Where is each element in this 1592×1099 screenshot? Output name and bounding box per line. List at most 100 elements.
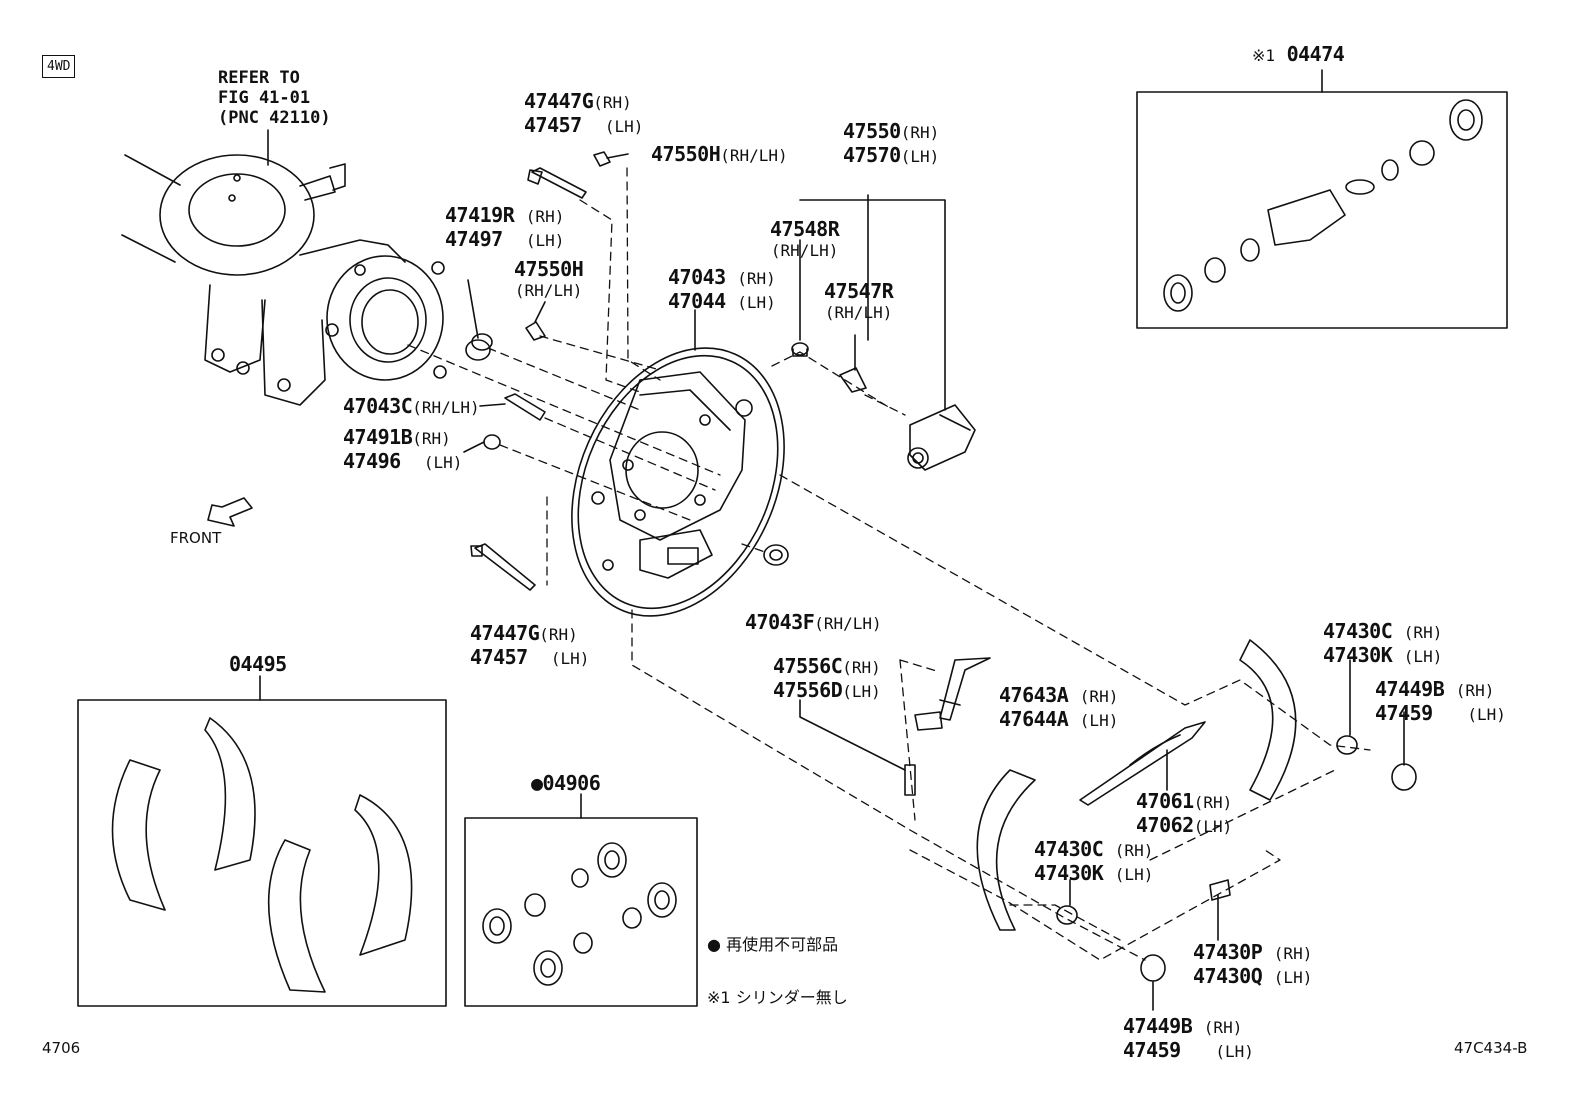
part-suffix: (RH) xyxy=(539,625,578,644)
part-number: 47061 xyxy=(1136,789,1194,813)
part-label-47643a: 47643A (RH) 47644A (LH) xyxy=(999,684,1118,732)
part-suffix: (RH) xyxy=(900,123,940,142)
part-label-04474: ※1 04474 xyxy=(1252,42,1345,66)
part-label-47550h-top: 47550H(RH/LH) xyxy=(651,144,788,164)
part-label-47491b: 47491B(RH) 47496 (LH) xyxy=(343,426,462,474)
part-suffix: (LH) xyxy=(1114,865,1154,884)
small-hardware xyxy=(463,151,867,591)
non-reusable-mark: ● xyxy=(531,771,543,795)
wheel-cylinder xyxy=(799,194,976,471)
front-label: FRONT xyxy=(170,529,222,547)
part-suffix: (LH) xyxy=(550,649,590,668)
part-label-47043c: 47043C(RH/LH) xyxy=(343,396,480,416)
part-suffix: (LH) xyxy=(900,147,940,166)
part-suffix: (LH) xyxy=(737,293,776,312)
part-suffix: (LH) xyxy=(525,231,565,250)
part-suffix: (LH) xyxy=(423,453,463,472)
part-number: 47043F xyxy=(745,610,815,634)
part-label-47043: 47043 (RH) 47044 (LH) xyxy=(668,266,776,314)
part-label-47043f: 47043F(RH/LH) xyxy=(745,612,882,632)
part-label-04906: ●04906 xyxy=(531,771,601,795)
part-number: 47497 xyxy=(445,227,503,251)
part-number: 47491B xyxy=(343,425,413,449)
part-number: 47447G xyxy=(470,621,540,645)
refer-line-2: FIG 41-01 xyxy=(218,88,311,109)
part-label-47449b-top: 47449B (RH) 47459 (LH) xyxy=(1375,678,1506,726)
4wd-badge: 4WD xyxy=(42,55,76,78)
part-number: 04906 xyxy=(542,771,601,795)
legend-note: ※1 シリンダー無し xyxy=(707,990,848,1006)
part-number: 47459 xyxy=(1375,701,1433,725)
part-suffix: (RH) xyxy=(1203,1018,1243,1037)
part-suffix: (RH) xyxy=(1455,681,1495,700)
part-label-47447g-bottom: 47447G(RH) 47457 (LH) xyxy=(470,622,589,670)
part-number: 47556D xyxy=(773,678,843,702)
part-number: 47550H xyxy=(651,142,721,166)
part-number: 04474 xyxy=(1286,42,1345,66)
illustration-code: 47C434-B xyxy=(1454,1039,1528,1057)
part-number: 47449B xyxy=(1123,1014,1193,1038)
part-number: 47043 xyxy=(668,265,726,289)
part-suffix: (LH) xyxy=(604,117,644,136)
part-number: 47457 xyxy=(470,645,528,669)
part-number: 47550 xyxy=(843,119,901,143)
backing-plate xyxy=(571,347,785,617)
part-number: 47547R xyxy=(824,279,894,303)
part-number: 47556C xyxy=(773,654,843,678)
part-suffix: (RH) xyxy=(1273,944,1313,963)
part-number: 47643A xyxy=(999,683,1069,707)
part-number: 47550H xyxy=(514,257,584,281)
part-label-47419r: 47419R (RH) 47497 (LH) xyxy=(445,204,564,252)
part-label-47547r: 47547R (RH/LH) xyxy=(824,279,894,324)
leader-lines xyxy=(467,279,696,351)
part-suffix: (RH/LH) xyxy=(824,303,893,322)
note-mark: ※1 xyxy=(1252,46,1276,65)
part-suffix: (RH/LH) xyxy=(814,614,882,633)
kit-box-04495 xyxy=(77,699,447,1007)
part-label-47447g-top: 47447G(RH) 47457 (LH) xyxy=(524,90,643,138)
refer-line-1: REFER TO xyxy=(218,68,300,88)
part-label-47550: 47550(RH) 47570(LH) xyxy=(843,120,939,168)
part-label-47061: 47061(RH) 47062(LH) xyxy=(1136,790,1232,838)
part-number: 47570 xyxy=(843,143,901,167)
part-number: 47447G xyxy=(524,89,594,113)
part-label-47430c-mid: 47430C (RH) 47430K (LH) xyxy=(1034,838,1153,886)
part-number: 47044 xyxy=(668,289,726,313)
part-number: 47430K xyxy=(1034,861,1104,885)
part-suffix: (LH) xyxy=(1467,705,1506,724)
part-number: 47644A xyxy=(999,707,1069,731)
part-number: 47430P xyxy=(1193,940,1263,964)
part-number: 47430C xyxy=(1034,837,1104,861)
part-number: 47457 xyxy=(524,113,582,137)
part-suffix: (RH) xyxy=(842,658,881,677)
figure-number: 4706 xyxy=(42,1039,81,1057)
kit-04474-parts xyxy=(1163,99,1483,312)
part-suffix: (RH/LH) xyxy=(514,281,583,300)
part-suffix: (LH) xyxy=(1079,711,1119,730)
brake-shoes-04495 xyxy=(111,717,413,993)
refer-to-note: REFER TO FIG 41-01 (PNC 42110) xyxy=(218,68,331,128)
legend-text: 再使用不可部品 xyxy=(726,935,839,954)
part-number: 47430C xyxy=(1323,619,1393,643)
brake-internals xyxy=(799,639,1417,1011)
part-number: 04495 xyxy=(229,652,287,676)
part-suffix: (RH/LH) xyxy=(770,241,839,260)
part-label-47556c: 47556C(RH) 47556D(LH) xyxy=(773,655,881,703)
part-suffix: (RH) xyxy=(412,429,451,448)
part-number: 47548R xyxy=(770,217,840,241)
part-number: 47449B xyxy=(1375,677,1445,701)
part-suffix: (LH) xyxy=(1403,647,1443,666)
kit-box-04906 xyxy=(464,817,698,1007)
non-reusable-mark: ● xyxy=(707,935,721,954)
note-mark: ※1 xyxy=(707,988,731,1007)
part-suffix: (RH) xyxy=(525,207,565,226)
part-label-47550h-mid: 47550H (RH/LH) xyxy=(514,257,584,302)
part-label-47449b-bottom: 47449B (RH) 47459 (LH) xyxy=(1123,1015,1254,1063)
part-suffix: (LH) xyxy=(1193,817,1233,836)
part-suffix: (RH) xyxy=(1079,687,1119,706)
part-suffix: (RH) xyxy=(1403,623,1443,642)
part-suffix: (LH) xyxy=(842,682,881,701)
legend-text: シリンダー無し xyxy=(735,988,848,1007)
part-suffix: (RH) xyxy=(737,269,776,288)
assembly-dash-lines xyxy=(407,167,1371,961)
